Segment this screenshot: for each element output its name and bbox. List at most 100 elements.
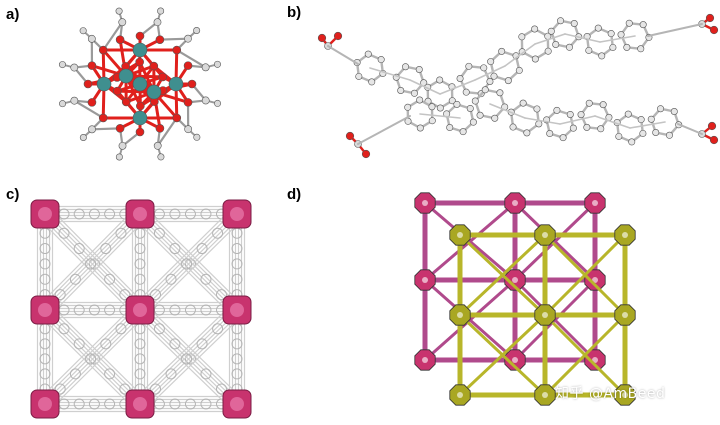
linker-bond [594,115,631,129]
linker-ring [58,398,70,410]
linker-ring [88,398,100,410]
linker-ring [115,227,127,239]
linker-bond [524,117,561,125]
linker-ring [153,398,165,410]
oxygen-atom [83,79,93,89]
linker-strand [45,212,142,310]
carbon-atom [496,89,504,97]
linker-ring [73,338,85,350]
carbon-atom [599,101,607,109]
carbon-atom [577,111,585,119]
carbon-atom [465,62,473,70]
carbon-atom [87,34,96,43]
linker-ring [104,208,116,220]
organic-linker-structure [317,13,719,159]
carbon-atom [628,138,636,146]
carbon-atom [115,7,123,15]
linker-ring [231,323,243,335]
linker-ring [181,353,193,365]
linker-bond [474,65,506,81]
oxygen-atom [115,35,125,44]
carbon-atom [544,47,552,55]
carbon-atom [402,63,410,71]
zirconium-atom [168,76,184,92]
oxygen-atom [155,124,165,133]
olive-net-diagonal [543,233,627,317]
linker-ring [134,323,146,335]
linker-strand [134,304,233,400]
carbon-atom [624,110,632,118]
linker-ring [165,273,177,285]
linker-strand [49,314,146,410]
linker-strand [49,218,146,316]
carbon-atom [355,72,363,80]
linker-bond [559,115,596,125]
oxygen-atom [317,33,327,43]
olive-net-diagonal [458,233,547,317]
c-o-bond [175,48,207,69]
linker-ring [200,398,212,410]
linker-ring [169,338,181,350]
carbon-atom [498,47,506,55]
panel-label-c: c) [6,186,20,203]
carbon-atom [453,100,461,108]
linker-strand [45,308,142,404]
linker-bond [409,79,441,95]
carbon-atom [184,125,193,134]
linker-ring [104,304,116,316]
linker-ring [184,208,196,220]
carbon-atom [598,52,606,60]
carbon-atom [456,75,464,83]
carbon-atom [193,27,201,35]
zr-cluster-structure [58,7,222,161]
carbon-atom [213,60,221,68]
node-highlight [512,357,518,363]
linker-ring [231,273,243,285]
carbon-atom [531,55,539,63]
linker-ring [54,289,66,301]
carbon-atom [594,24,602,32]
linker-ring [153,304,165,316]
carbon-atom [519,99,527,107]
node-highlight [457,312,463,318]
carbon-atom [625,19,633,27]
linker-bond [357,115,411,145]
linker-ring [85,258,97,270]
linker-ring [196,243,208,255]
oxygen-atom [333,31,343,41]
linker-ring [134,227,146,239]
linker-ring [100,243,112,255]
linker-ring [73,208,85,220]
framework-packing-view [30,199,252,419]
carbon-atom [569,124,577,132]
linker-bond [599,35,636,43]
linker-strand [43,308,140,404]
linker-ring [196,338,208,350]
carbon-atom [670,108,678,116]
panel-label-a: a) [6,6,20,23]
carbon-atom [546,130,554,138]
magenta-net-diagonal [513,278,597,362]
zirconium-atom [132,110,148,126]
carbon-atom [665,131,673,139]
node-highlight [542,232,548,238]
linker-ring [88,258,100,270]
carbon-atom [469,118,477,126]
oxygen-atom [707,121,717,131]
linker-ring [212,227,224,239]
linker-ring [39,353,51,365]
carbon-atom [153,141,162,150]
linker-strand [43,212,140,310]
linker-strand [49,208,146,306]
carbon-atom [58,61,66,69]
carbon-atom [157,7,165,15]
linker-ring [100,338,112,350]
node-highlight [592,200,598,206]
carbon-atom [559,134,567,142]
linker-ring [58,227,70,239]
linker-ring [134,353,146,365]
carbon-atom [201,96,210,105]
node-highlight [622,232,628,238]
oxygen-atom [87,98,97,107]
carbon-atom [607,30,615,38]
